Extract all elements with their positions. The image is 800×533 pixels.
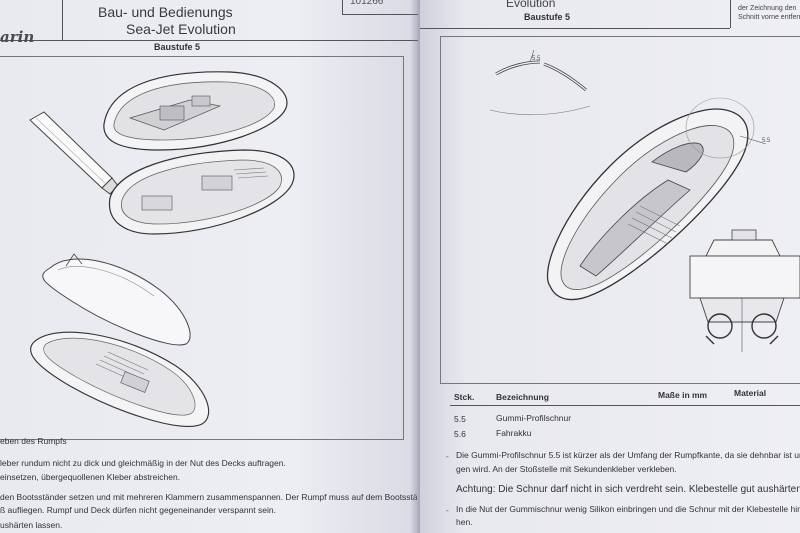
table-header-size: Maße in mm: [658, 390, 708, 400]
brand-logo: arin: [0, 28, 35, 46]
boat-hull-interior-illustration: [103, 71, 288, 151]
step-label: Baustufe 5: [154, 42, 201, 52]
right-page: Evolution Baustufe 5 der Zeichnung den S…: [420, 0, 800, 533]
section-heading: eben des Rumpfs: [0, 436, 67, 446]
boat-hull-outline-illustration: [42, 253, 191, 346]
boat-deck-illustration: [108, 149, 295, 235]
instruction-line: ß aufliegen. Rumpf und Deck dürfen nicht…: [0, 505, 276, 515]
table-cell-name: Gummi-Profilschnur: [496, 413, 572, 423]
step-label: Baustufe 5: [524, 12, 571, 22]
model-title: Evolution: [506, 0, 556, 10]
header-divider: [62, 0, 63, 40]
instruction-line: einsetzen, übergequollenen Kleber abstre…: [0, 472, 181, 482]
illustration-frame: [0, 56, 404, 440]
cord-detail-inset: [489, 49, 591, 116]
manual-title: Bau- und Bedienungs: [98, 4, 233, 20]
article-number: 101266: [350, 0, 384, 7]
note-line: Die Gummi-Profilschnur 5.5 ist kürzer al…: [456, 450, 800, 460]
header-rule: [420, 28, 730, 29]
table-cell-name: Fahrakku: [496, 428, 532, 438]
warning-text: Achtung: Die Schnur darf nicht in sich v…: [456, 484, 800, 495]
table-header-material: Material: [734, 388, 767, 398]
model-title: Sea-Jet Evolution: [126, 21, 236, 37]
part-label: 5.5: [762, 138, 771, 144]
table-cell-qty: 5.6: [454, 429, 466, 439]
bullet-dash: -: [446, 451, 449, 461]
jet-ski-rear-view-illustration: [689, 229, 800, 352]
left-page: arin Bau- und Bedienungs Sea-Jet Evoluti…: [0, 0, 418, 533]
table-header-name: Bezeichnung: [496, 392, 549, 402]
part-label: 5.5: [532, 56, 541, 62]
header-divider: [342, 0, 343, 14]
table-header-qty: Stck.: [454, 392, 475, 402]
note-line: gen wird. An der Stoßstelle mit Sekunden…: [456, 464, 677, 474]
header-divider: [730, 0, 731, 28]
illustration-frame: [440, 36, 800, 384]
header-rule: [0, 40, 418, 41]
corner-note: der Zeichnung den Schnitt vorne entferne…: [738, 5, 800, 21]
boat-hull-bottom-illustration: [30, 331, 210, 427]
note-line: In die Nut der Gummischnur wenig Silikon…: [456, 504, 800, 514]
instruction-line: den Bootsständer setzen und mit mehreren…: [0, 492, 418, 502]
table-rule: [450, 405, 800, 406]
bullet-dash: -: [446, 505, 449, 515]
note-line: hen.: [456, 517, 473, 527]
table-cell-qty: 5.5: [454, 414, 466, 424]
instruction-line: leber rundum nicht zu dick und gleichmäß…: [0, 458, 286, 468]
jet-ski-hull-illustration: [546, 97, 767, 301]
header-rule: [342, 14, 418, 15]
instruction-line: ushärten lassen.: [0, 520, 63, 530]
